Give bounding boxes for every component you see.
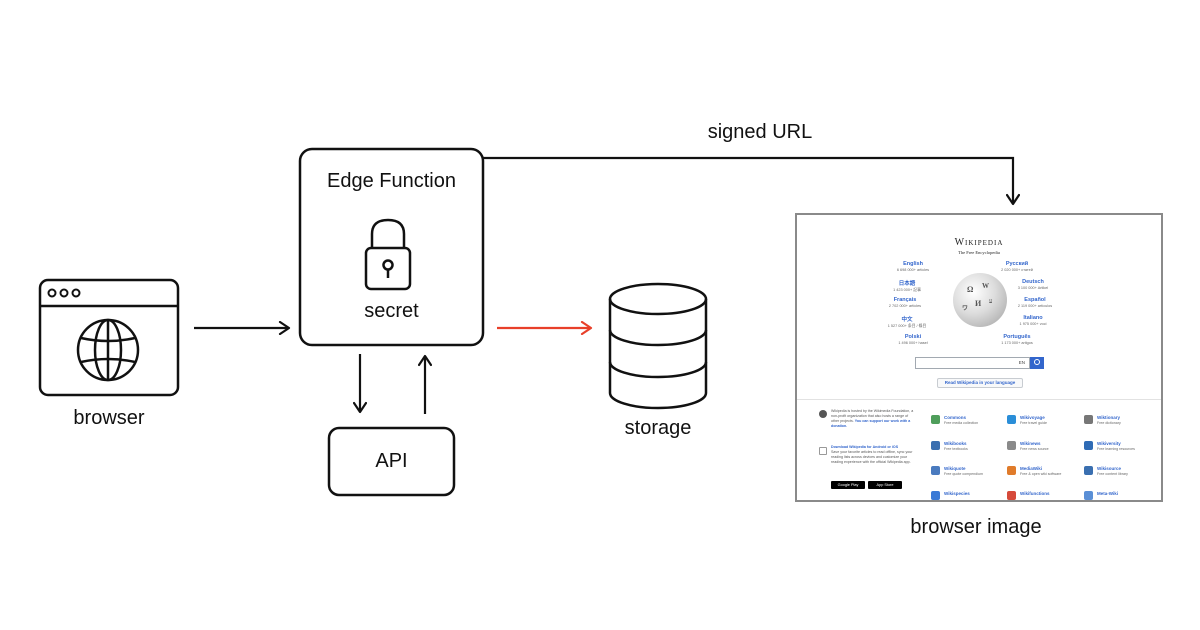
language-name: Deutsch [1022,279,1044,285]
project-desc: Free textbooks [944,447,968,451]
wikipedia-app-icon [819,447,827,455]
wikisource-icon [1084,466,1093,475]
project-name: Wikiversity [1097,441,1121,446]
wikipedia-search-input[interactable]: EN [915,357,1030,369]
language-name: Русский [1005,261,1029,267]
divider [797,399,1161,400]
api-box [327,426,456,497]
read-in-your-language-button[interactable]: Read Wikipedia in your language [937,378,1023,388]
wikipedia-search-button[interactable] [1030,357,1044,369]
arrow-edge-to-browser-image [483,156,1013,203]
wikispecies-icon [931,491,940,500]
wikivoyage-icon [1007,415,1016,424]
browser-image-label: browser image [910,516,1042,538]
wikiquote-icon [931,466,940,475]
language-name: Polski [904,334,922,340]
globe-icon [76,318,140,382]
language-name: Italiano [1023,315,1043,321]
project-name: Meta-Wiki [1097,491,1118,496]
browser-label: browser [73,407,145,429]
commons-icon [931,415,940,424]
padlock-icon [364,218,412,291]
browser-dots-icon [47,288,81,298]
language-name: Português [1003,334,1031,340]
project-desc: Free news source [1020,447,1049,451]
language-count: 6 698 000+ articles [896,268,930,272]
google-play-button[interactable]: Google Play [831,481,865,489]
language-name: 日本語 [898,281,916,287]
wikipedia-wordmark: Wikipedia [954,237,1004,248]
project-name: Wikifunctions [1020,491,1050,496]
language-count: 1 527 000+ 条目 / 條目 [887,324,927,328]
wikipedia-globe-icon: Ω W И ワ ע [953,273,1007,327]
language-name: Français [893,297,917,303]
wiktionary-icon [1084,415,1093,424]
wikiversity-icon [1084,441,1093,450]
wikipedia-tagline: The Free Encyclopedia [958,250,1000,255]
project-desc: Free & open wiki software [1020,472,1062,476]
language-count: 1 975 000+ voci [1019,322,1047,326]
signed-url-label: signed URL [707,121,813,143]
wikimedia-logo-icon [819,410,827,418]
language-name: English [903,261,923,267]
app-store-button[interactable]: App Store [868,481,902,489]
wikimedia-blurb: Wikipedia is hosted by the Wikimedia Fou… [831,409,915,429]
project-desc: Free media collection [944,421,979,425]
browser-image-screenshot: Wikipedia The Free Encyclopedia Ω W И ワ … [795,213,1163,502]
meta-wiki-icon [1084,491,1093,500]
project-desc: Free dictionary [1097,421,1121,425]
download-text: Save your favorite articles to read offl… [831,450,913,464]
wikifunctions-icon [1007,491,1016,500]
project-desc: Free quote compendium [944,472,983,476]
api-label: API [375,450,408,472]
wikibooks-icon [931,441,940,450]
project-name: MediaWiki [1020,466,1042,471]
download-title[interactable]: Download Wikipedia for Android or iOS [831,445,899,449]
edge-function-box [298,147,485,347]
search-language-select[interactable]: EN [1018,360,1025,365]
project-desc: Free content library [1097,472,1128,476]
project-name: Wikiquote [944,466,966,471]
language-name: Español [1024,297,1046,303]
project-name: Wikibooks [944,441,967,446]
language-count: 1 423 000+ 記事 [893,288,921,292]
donation-link[interactable]: You can support our work with a donation… [831,419,911,428]
project-desc: Free travel guide [1020,421,1047,425]
language-count: 2 119 000+ artículos [1017,304,1053,308]
project-name: Wikispecies [944,491,970,496]
project-name: Wikivoyage [1020,415,1045,420]
language-count: 2 020 000+ статей [1001,268,1033,272]
language-count: 2 702 000+ articles [888,304,922,308]
project-name: Wiktionary [1097,415,1120,420]
language-name: 中文 [901,317,913,323]
edge-function-label: Edge Function [327,170,456,192]
database-icon [608,282,708,410]
project-name: Wikisource [1097,466,1121,471]
project-desc: Free learning resources [1097,447,1135,451]
language-count: 1 173 000+ artigos [1001,341,1033,345]
browser-window-icon [38,278,180,397]
project-name: Wikinews [1020,441,1041,446]
blurb-text: Wikipedia is hosted by the Wikimedia Fou… [831,409,914,423]
secret-label: secret [364,300,419,322]
language-count: 1 496 000+ haseł [898,341,928,345]
mediawiki-icon [1007,466,1016,475]
project-name: Commons [944,415,967,420]
wikinews-icon [1007,441,1016,450]
storage-label: storage [624,417,692,439]
language-count: 3 100 000+ Artikel [1017,286,1049,290]
